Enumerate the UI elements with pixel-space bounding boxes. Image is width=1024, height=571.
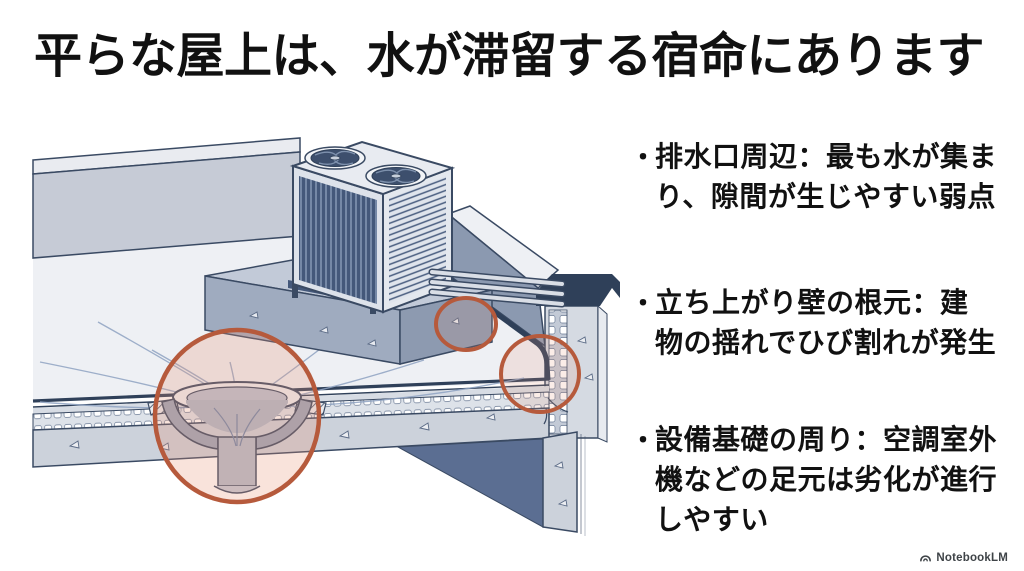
- exterior-wall-below: [542, 431, 578, 533]
- bullet-text: 立ち上がり壁の根元：建 物の揺れでひび割れが発生: [655, 287, 997, 358]
- bullet-marker: ・: [630, 425, 657, 455]
- bullet-item-drain: ・ 排水口周辺：最も水が集ま り、隙間が生じやすい弱点: [630, 137, 997, 217]
- roof-illustration: [0, 116, 630, 571]
- hvac-grille: [299, 176, 377, 304]
- notebooklm-watermark: NotebookLM: [919, 551, 1008, 564]
- notebooklm-logo-icon: [920, 555, 932, 562]
- building-corner-underside: [396, 431, 586, 536]
- bullet-marker: ・: [630, 142, 657, 172]
- water-into-drain: [213, 407, 261, 447]
- refrigerant-pipes: [428, 268, 566, 308]
- back-parapet-wall: [32, 137, 301, 259]
- bullet-item-equipment-base: ・ 設備基礎の周り：空調室外 機などの足元は劣化が進行 しやすい: [630, 420, 997, 540]
- page-title: 平らな屋上は、水が滞留する宿命にあります: [34, 30, 985, 83]
- watermark-brand: NotebookLM: [936, 551, 1008, 564]
- hvac-fan: [365, 164, 427, 188]
- highlight-circle-equipment-base: [434, 296, 498, 352]
- highlight-circle-drain: [152, 327, 322, 505]
- hvac-unit: [288, 140, 456, 314]
- highlight-circle-wall-base: [499, 334, 581, 414]
- roof-drain: [147, 381, 327, 494]
- bullet-item-parapet-base: ・ 立ち上がり壁の根元：建 物の揺れでひび割れが発生: [630, 283, 996, 363]
- bullet-text: 排水口周辺：最も水が集ま り、隙間が生じやすい弱点: [655, 141, 998, 212]
- roof-cross-section-drawing: [32, 137, 620, 536]
- bullet-text: 設備基礎の周り：空調室外 機などの足元は劣化が進行 しやすい: [655, 424, 998, 535]
- hvac-fan: [304, 146, 366, 170]
- bullet-marker: ・: [630, 288, 657, 318]
- membrane-cant: [410, 249, 551, 381]
